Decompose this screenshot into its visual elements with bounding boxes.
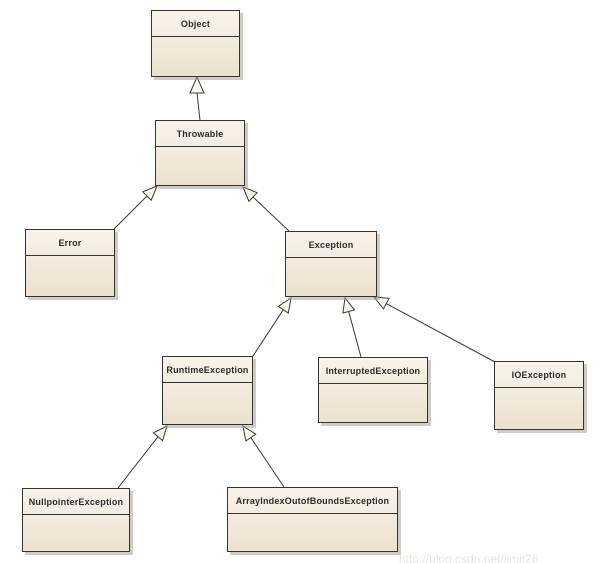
generalization-arrowhead xyxy=(242,186,258,203)
generalization-arrowhead xyxy=(242,424,257,442)
generalization-arrowhead xyxy=(342,296,356,314)
watermark-text: http://blog.csdn.net/limit26 xyxy=(399,552,539,563)
class-attributes-compartment xyxy=(286,258,376,296)
class-name-label: InterruptedException xyxy=(319,358,427,384)
class-attributes-compartment xyxy=(152,37,239,76)
class-name-label: RuntimeException xyxy=(163,357,252,383)
edge-runtimeexception-to-exception[interactable] xyxy=(252,296,292,357)
class-error[interactable]: Error xyxy=(25,229,115,297)
class-arrayindexoutofboundsexception[interactable]: ArrayIndexOutofBoundsException xyxy=(227,487,398,552)
class-attributes-compartment xyxy=(228,514,397,551)
class-interruptedexception[interactable]: InterruptedException xyxy=(318,357,428,423)
class-name-label: ArrayIndexOutofBoundsException xyxy=(228,488,397,514)
class-name-label: Exception xyxy=(286,232,376,258)
class-object[interactable]: Object xyxy=(151,10,240,77)
class-name-label: Error xyxy=(26,230,114,256)
class-attributes-compartment xyxy=(156,147,244,185)
edge-arrayindexoutofboundsexception-to-runtimeexception[interactable] xyxy=(242,424,285,488)
edge-error-to-throwable[interactable] xyxy=(113,185,158,230)
class-ioexception[interactable]: IOException xyxy=(494,361,584,430)
edge-exception-to-throwable[interactable] xyxy=(242,186,290,232)
class-name-label: Throwable xyxy=(156,121,244,147)
class-name-label: NullpointerException xyxy=(23,489,129,515)
class-exception[interactable]: Exception xyxy=(285,231,377,297)
class-attributes-compartment xyxy=(26,256,114,296)
edge-ioexception-to-exception[interactable] xyxy=(372,296,496,363)
class-throwable[interactable]: Throwable xyxy=(155,120,245,186)
class-nullpointerexception[interactable]: NullpointerException xyxy=(22,488,130,552)
generalization-arrowhead xyxy=(189,75,205,94)
class-attributes-compartment xyxy=(23,515,129,551)
class-attributes-compartment xyxy=(163,383,252,424)
class-name-label: Object xyxy=(152,11,239,37)
class-runtimeexception[interactable]: RuntimeException xyxy=(162,356,253,425)
generalization-arrowhead xyxy=(152,425,168,442)
class-attributes-compartment xyxy=(495,388,583,429)
class-name-label: IOException xyxy=(495,362,583,388)
edge-nullpointerexception-to-runtimeexception[interactable] xyxy=(117,425,168,489)
generalization-arrowhead xyxy=(372,296,390,310)
generalization-arrowhead xyxy=(141,185,158,202)
edge-interruptedexception-to-exception[interactable] xyxy=(342,296,362,358)
class-attributes-compartment xyxy=(319,384,427,422)
edge-throwable-to-object[interactable] xyxy=(189,75,205,121)
generalization-arrowhead xyxy=(277,296,292,314)
